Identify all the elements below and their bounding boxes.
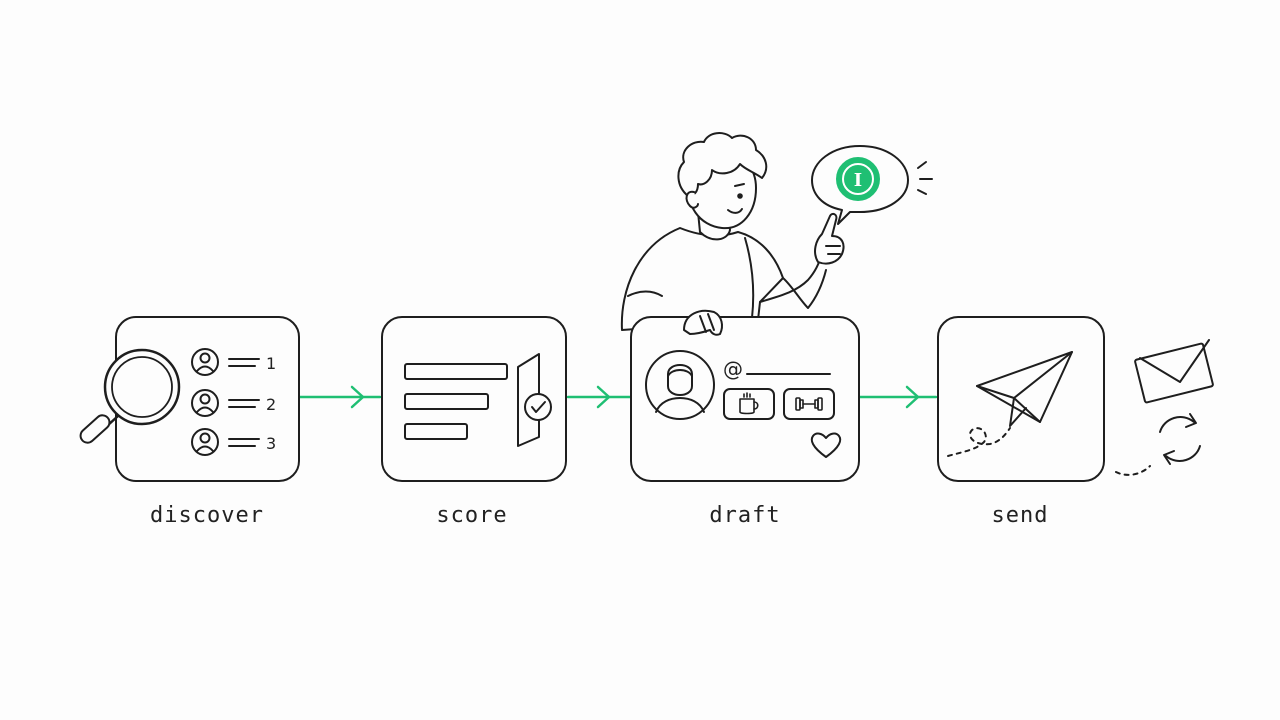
- coffee-icon: [739, 392, 759, 415]
- threshold-gate-icon: [517, 353, 552, 447]
- step-draft: @ draft: [630, 309, 860, 528]
- step-label-send: send: [992, 503, 1049, 528]
- score-bars-icon: [404, 363, 508, 440]
- step-label-score: score: [436, 503, 507, 528]
- pointing-hand: [814, 212, 845, 265]
- dumbbell-icon: [795, 397, 823, 411]
- arrow-score-to-draft: [566, 385, 632, 409]
- ear: [685, 190, 699, 209]
- list-rank: 3: [266, 434, 276, 453]
- user-icon: [191, 348, 219, 376]
- magnifier-icon: [79, 348, 181, 444]
- mouth: [727, 208, 743, 214]
- ranked-list: 1 2 3: [191, 348, 276, 456]
- hair: [677, 132, 768, 197]
- list-rank: 1: [266, 354, 276, 373]
- send-card: [937, 316, 1105, 482]
- badge-letter: I: [854, 170, 862, 191]
- step-send: send: [937, 316, 1105, 528]
- heart-icon: [810, 432, 842, 458]
- resting-hand: [683, 309, 723, 336]
- envelope-icon: [1134, 339, 1214, 404]
- eyebrow: [734, 183, 745, 187]
- sleeve-line: [744, 237, 755, 319]
- flight-path: [947, 427, 1011, 457]
- head: [677, 132, 768, 230]
- list-item: 1: [191, 348, 276, 376]
- handle-prefix: @: [723, 357, 743, 381]
- step-discover: 1 2 3: [79, 316, 300, 528]
- step-label-draft: draft: [709, 503, 780, 528]
- check-icon: [531, 401, 546, 413]
- list-item: 2: [191, 389, 276, 417]
- return-path: [1115, 465, 1151, 476]
- step-label-discover: discover: [150, 503, 264, 528]
- interest-chip: [723, 388, 775, 420]
- list-rank: 2: [266, 395, 276, 414]
- person-illustration: [620, 132, 845, 331]
- interest-chip: [783, 388, 835, 420]
- shirt-line: [627, 290, 663, 297]
- connector-arrows: [298, 385, 938, 409]
- refresh-icon: [1159, 413, 1201, 465]
- list-item: 3: [191, 428, 276, 456]
- arrow-discover-to-score: [298, 385, 382, 409]
- spark-lines-icon: [917, 161, 933, 195]
- arrow-draft-to-send: [858, 385, 938, 409]
- user-icon: [191, 389, 219, 417]
- user-icon: [191, 428, 219, 456]
- speech-bubble: I: [811, 145, 933, 225]
- eye: [737, 193, 743, 199]
- pointing-arm-outer: [782, 269, 827, 309]
- step-score: score: [381, 316, 567, 528]
- paper-plane-icon: [976, 351, 1073, 427]
- avatar: [645, 350, 715, 420]
